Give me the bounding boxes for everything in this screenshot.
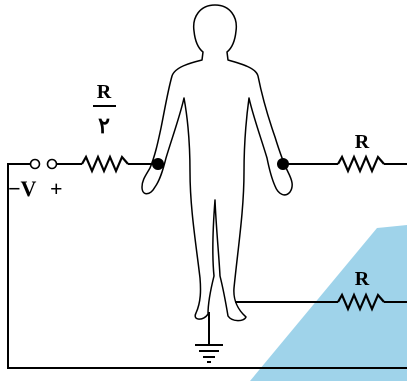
- resistor-r-right: [337, 154, 385, 174]
- resistor-r-lower: [337, 292, 385, 312]
- resistor-r-half: [81, 154, 129, 174]
- human-body-outline: [141, 4, 293, 322]
- source-terminal-plus: [46, 158, 58, 170]
- source-terminal-minus: [29, 158, 41, 170]
- label-r-half-numerator: R: [97, 81, 112, 103]
- label-r-lower: R: [355, 268, 370, 290]
- label-r-right: R: [355, 131, 370, 153]
- wire-left-loop: [7, 163, 407, 369]
- label-source-minus: −V: [8, 176, 37, 201]
- label-source-plus: +: [50, 176, 63, 201]
- label-r-half-denominator: ٢: [98, 113, 110, 138]
- circuit-wires: [7, 163, 407, 369]
- left-hand-electrode: [152, 158, 164, 170]
- ground-symbol: [195, 344, 223, 363]
- right-hand-electrode: [277, 158, 289, 170]
